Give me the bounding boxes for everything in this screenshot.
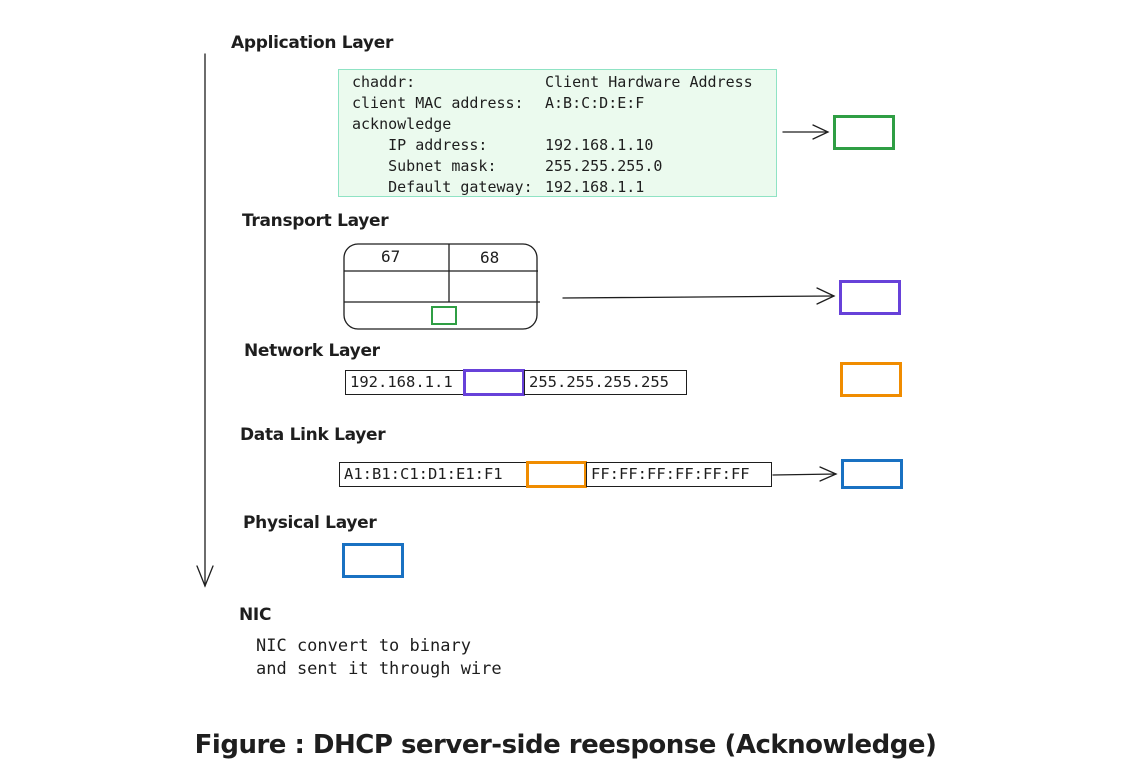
- physical-frame-block: [342, 543, 404, 578]
- chaddr-label: chaddr:: [352, 73, 416, 91]
- datalink-layer-title: Data Link Layer: [240, 425, 386, 445]
- source-mac-field: A1:B1:C1:D1:E1:F1: [339, 462, 527, 487]
- client-mac-value: A:B:C:D:E:F: [545, 94, 645, 112]
- datalink-arrowhead: [819, 466, 838, 482]
- layer-flow-arrowhead: [196, 565, 214, 588]
- destination-mac-field: FF:FF:FF:FF:FF:FF: [586, 462, 772, 487]
- client-mac-label: client MAC address:: [352, 94, 524, 112]
- physical-layer-title: Physical Layer: [243, 513, 377, 533]
- nic-title: NIC: [239, 605, 272, 625]
- datalink-arrow: [772, 473, 837, 476]
- datalink-frame-block: [841, 459, 903, 489]
- application-layer-title: Application Layer: [231, 33, 394, 53]
- default-gateway-label: Default gateway:: [352, 178, 533, 196]
- ip-address-label: IP address:: [352, 136, 488, 154]
- transport-layer-title: Transport Layer: [242, 211, 389, 231]
- transport-arrow: [562, 295, 835, 299]
- nic-description-line1: NIC convert to binary: [256, 636, 471, 656]
- transport-segment-block: [839, 280, 901, 315]
- source-port: 67: [381, 247, 401, 266]
- default-gateway-value: 192.168.1.1: [545, 178, 645, 196]
- figure-caption: Figure : DHCP server-side reesponse (Ack…: [194, 730, 937, 760]
- network-layer-title: Network Layer: [244, 341, 380, 361]
- chaddr-value: Client Hardware Address: [545, 73, 753, 91]
- source-ip-field: 192.168.1.1: [345, 370, 464, 395]
- destination-ip-field: 255.255.255.255: [524, 370, 687, 395]
- app-arrowhead: [812, 124, 830, 140]
- network-payload-block: [463, 369, 525, 396]
- destination-port: 68: [480, 248, 500, 267]
- subnet-mask-value: 255.255.255.0: [545, 157, 663, 175]
- acknowledge-label: acknowledge: [352, 115, 452, 133]
- application-payload-block: [833, 115, 895, 150]
- ip-address-value: 192.168.1.10: [545, 136, 654, 154]
- datalink-payload-block: [526, 461, 587, 488]
- transport-payload-block: [431, 306, 457, 325]
- subnet-mask-label: Subnet mask:: [352, 157, 497, 175]
- transport-arrowhead: [816, 287, 836, 305]
- network-packet-block: [840, 362, 902, 397]
- dhcp-ack-payload-box: chaddr: Client Hardware Address client M…: [338, 69, 777, 197]
- nic-description-line2: and sent it through wire: [256, 659, 502, 679]
